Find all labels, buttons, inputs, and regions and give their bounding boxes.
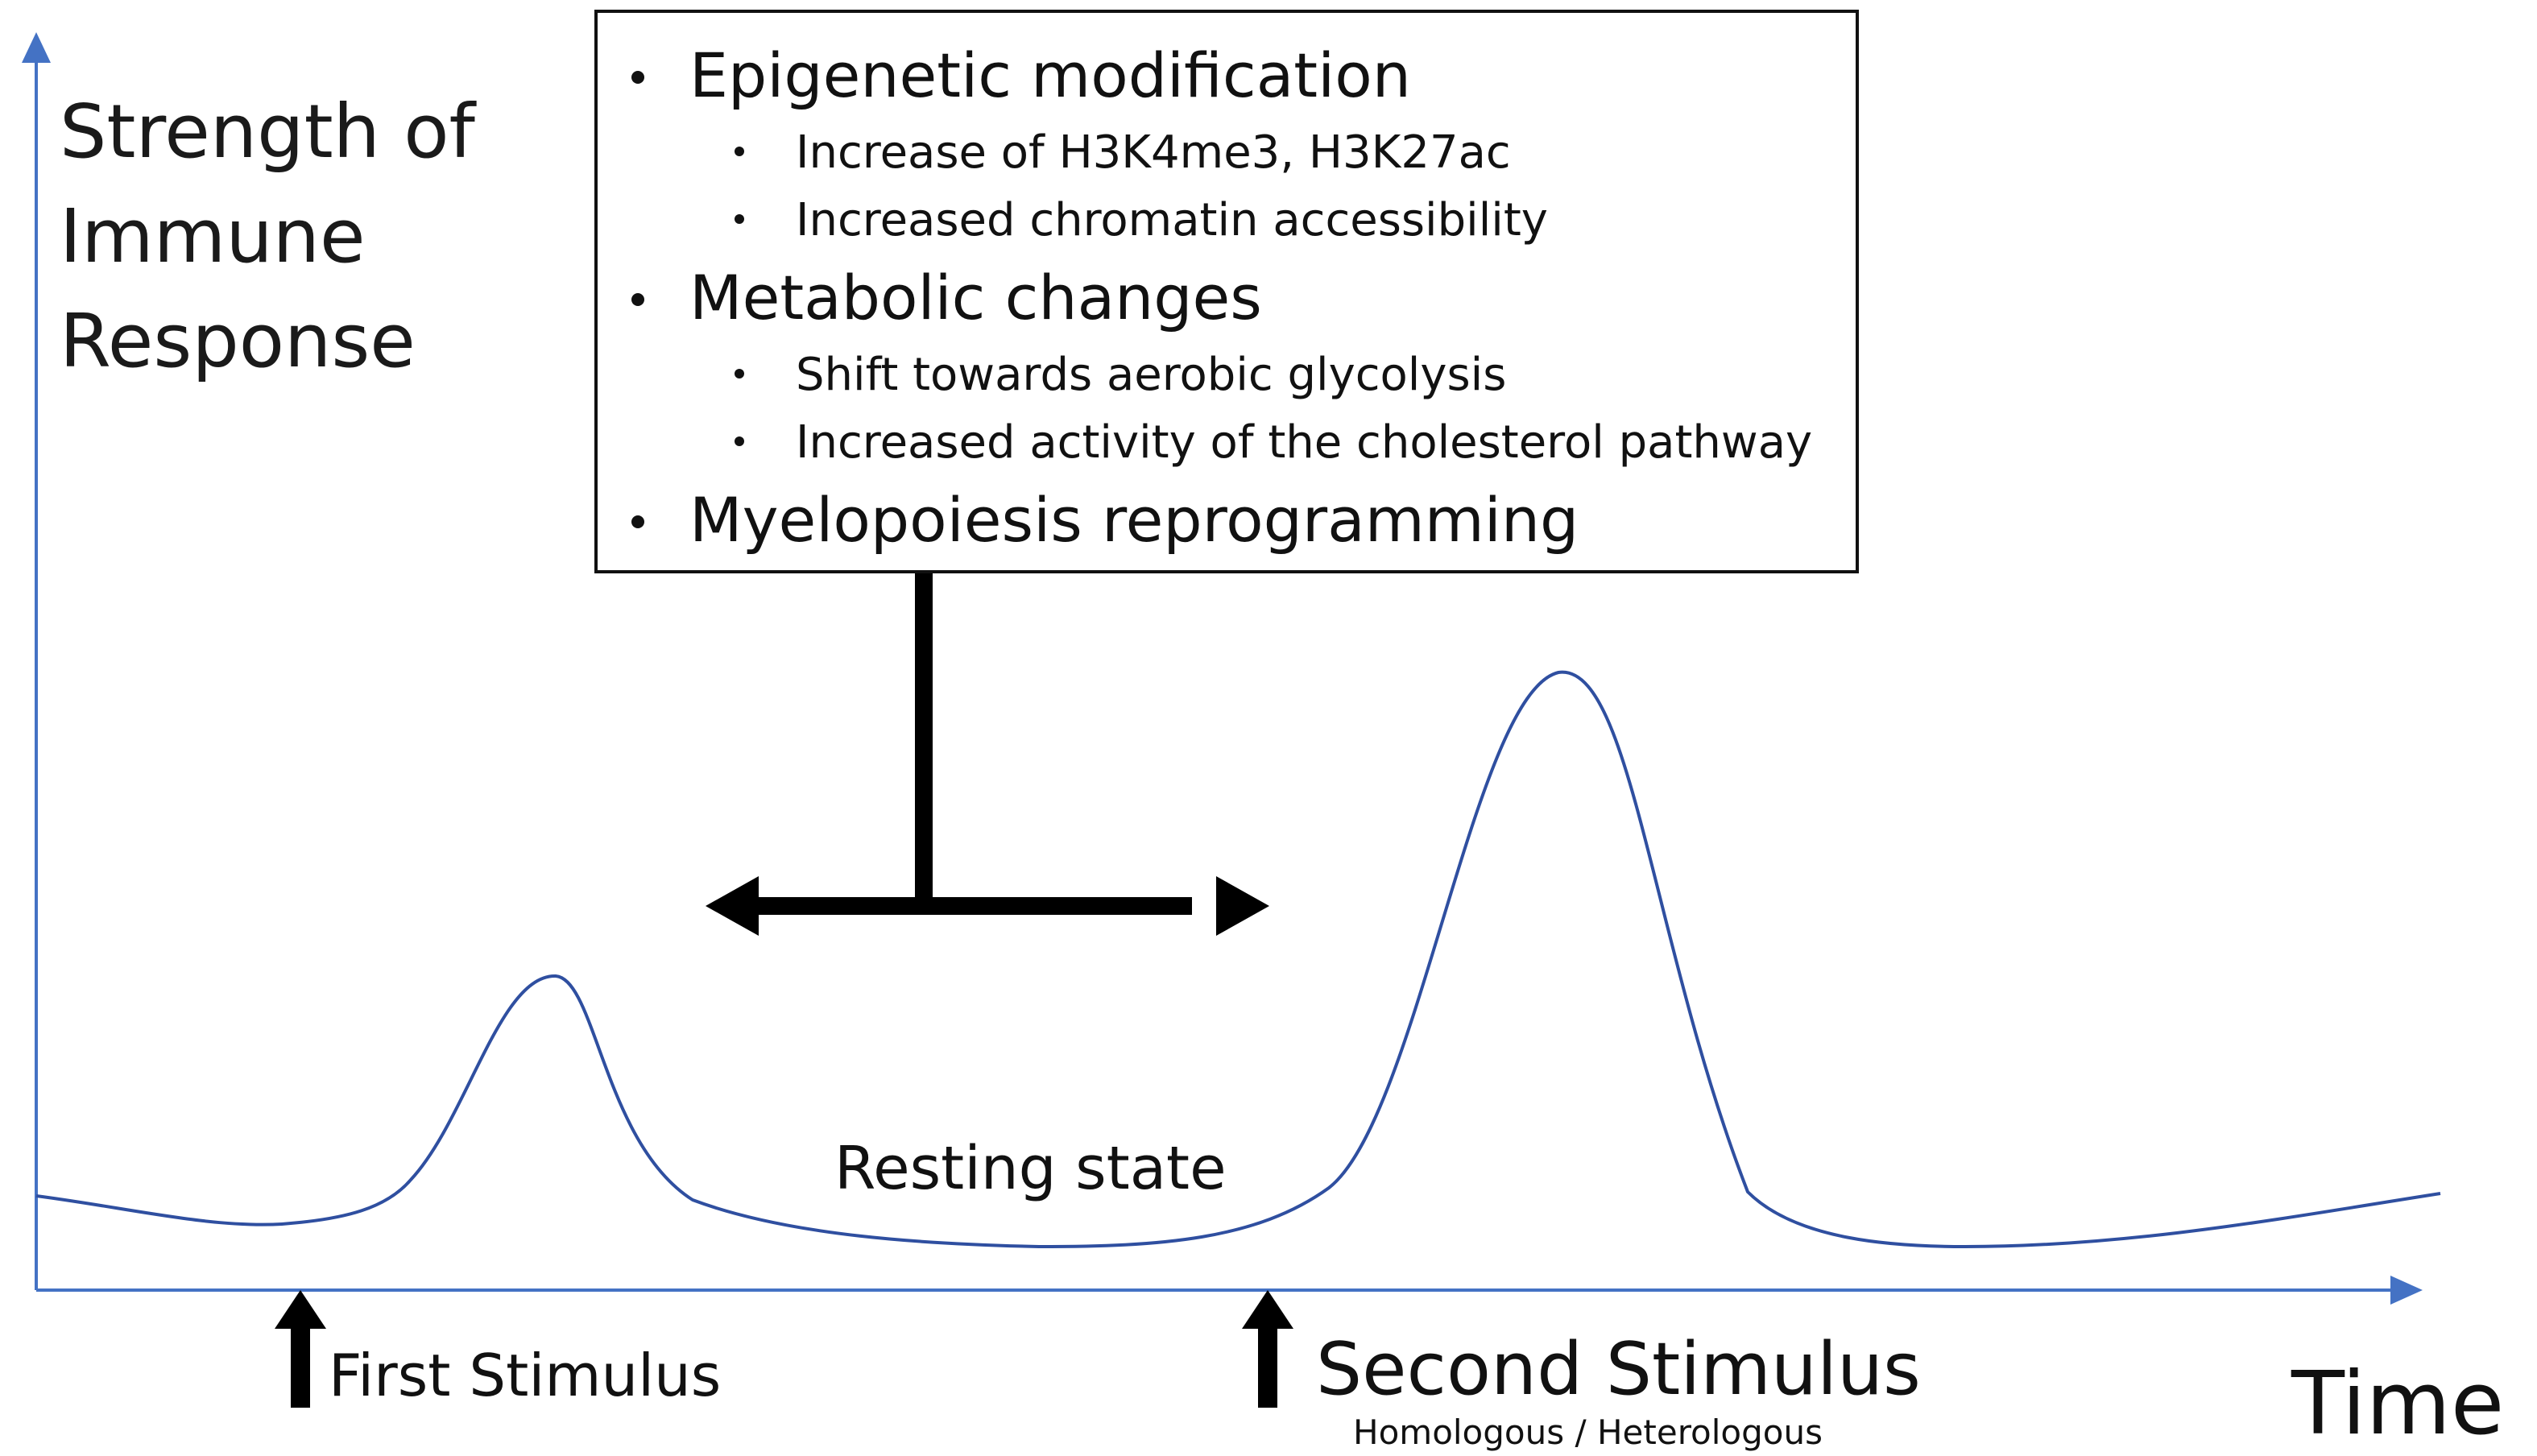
period-arrow-left-head: [706, 876, 759, 936]
mechanisms-box: Epigenetic modification Increase of H3K4…: [594, 10, 1859, 573]
sub-item-histone-marks: Increase of H3K4me3, H3K27ac: [796, 126, 1511, 179]
sub-item-chromatin: Increased chromatin accessibility: [796, 194, 1548, 246]
mechanism-epigenetic: Epigenetic modification: [689, 39, 1411, 111]
bullet-icon: [631, 293, 644, 306]
y-axis-arrowhead: [22, 32, 51, 63]
bullet-icon: [735, 369, 744, 378]
bullet-icon: [735, 147, 744, 156]
sub-item-cholesterol: Increased activity of the cholesterol pa…: [796, 416, 1813, 469]
bullet-icon: [735, 436, 744, 446]
period-arrow-right-head: [1216, 876, 1269, 936]
y-axis-label-line-3: Response: [60, 298, 416, 384]
first-stimulus-arrow-shaft: [291, 1321, 310, 1408]
first-stimulus-label: First Stimulus: [329, 1342, 722, 1409]
bullet-icon: [631, 71, 644, 84]
second-stimulus-arrow-head: [1242, 1290, 1293, 1329]
mechanism-myelopoiesis: Myelopoiesis reprogramming: [689, 484, 1579, 556]
x-axis-label: Time: [2291, 1354, 2505, 1454]
x-axis-arrowhead: [2390, 1276, 2423, 1305]
second-stimulus-arrow-shaft: [1258, 1321, 1277, 1408]
bullet-icon: [631, 515, 644, 528]
y-axis-label-line-2: Immune: [60, 193, 366, 279]
second-stimulus-sublabel: Homologous / Heterologous: [1353, 1413, 1823, 1452]
resting-state-label: Resting state: [834, 1134, 1227, 1203]
second-stimulus-label: Second Stimulus: [1316, 1327, 1921, 1412]
y-axis-label-line-1: Strength of: [60, 89, 475, 175]
immune-response-curve: [35, 670, 2441, 1249]
first-stimulus-arrow-head: [275, 1290, 326, 1329]
mechanism-metabolic: Metabolic changes: [689, 262, 1262, 333]
bullet-icon: [735, 214, 744, 224]
sub-item-glycolysis: Shift towards aerobic glycolysis: [796, 349, 1507, 401]
